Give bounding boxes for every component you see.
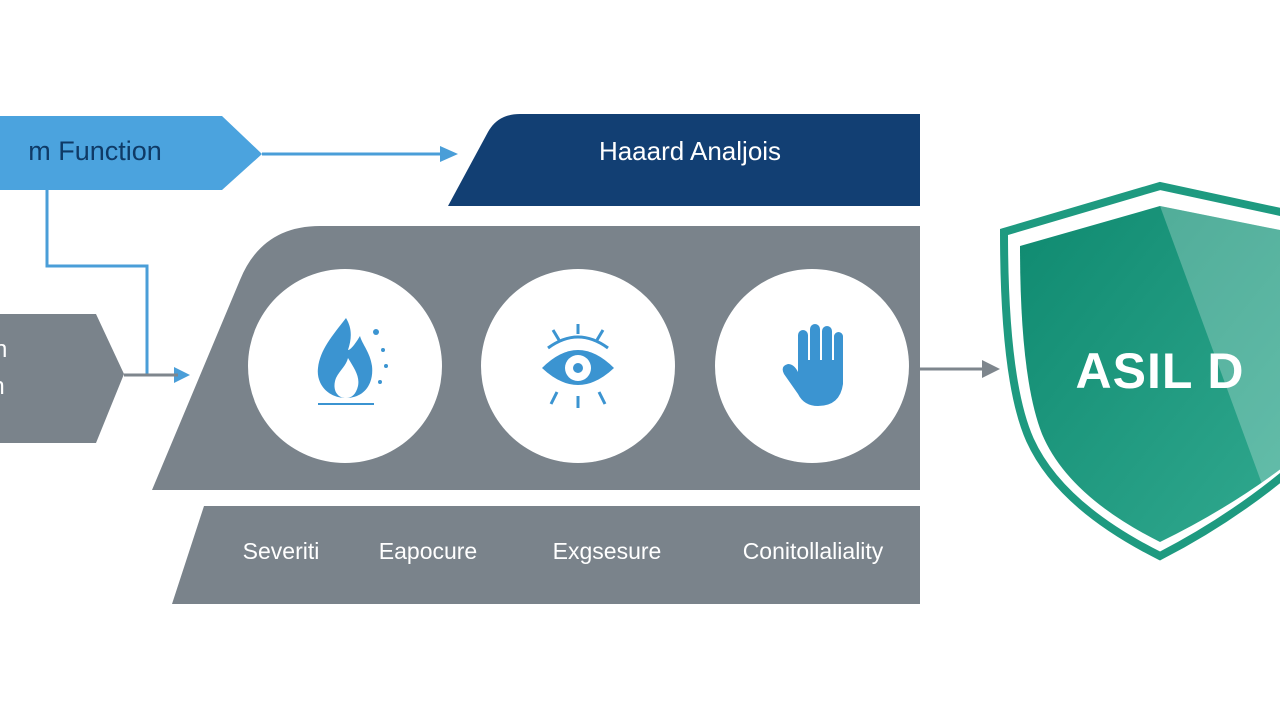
hazard-analysis-box — [448, 114, 920, 206]
function-box — [0, 116, 262, 190]
factor-label-exposure-1: Eapocure — [378, 538, 478, 564]
arrowhead-shield — [982, 360, 1000, 378]
factor-labels-bar — [172, 506, 920, 604]
hand-icon — [782, 324, 843, 406]
hazard-analysis-label: Haaard Analjois — [598, 136, 782, 166]
left-box-label-line-2: on — [0, 373, 5, 401]
left-input-box — [0, 314, 124, 443]
function-label-text: m Function — [28, 136, 162, 166]
left-box-label-line-1: n — [0, 336, 8, 363]
flame-icon — [317, 318, 388, 405]
asil-shield — [999, 181, 1280, 561]
eye-icon — [542, 324, 614, 408]
factor-label-controllability: Conitollaliality — [742, 538, 884, 564]
function-label: m Function — [0, 136, 230, 167]
factor-label-severity: Severiti — [242, 538, 320, 564]
factor-label-exposure-2: Exgsesure — [552, 538, 662, 564]
arrowhead-panel-blue — [174, 367, 190, 383]
asil-level-label: ASIL D — [1075, 343, 1245, 399]
arrowhead-hazard — [440, 146, 458, 162]
